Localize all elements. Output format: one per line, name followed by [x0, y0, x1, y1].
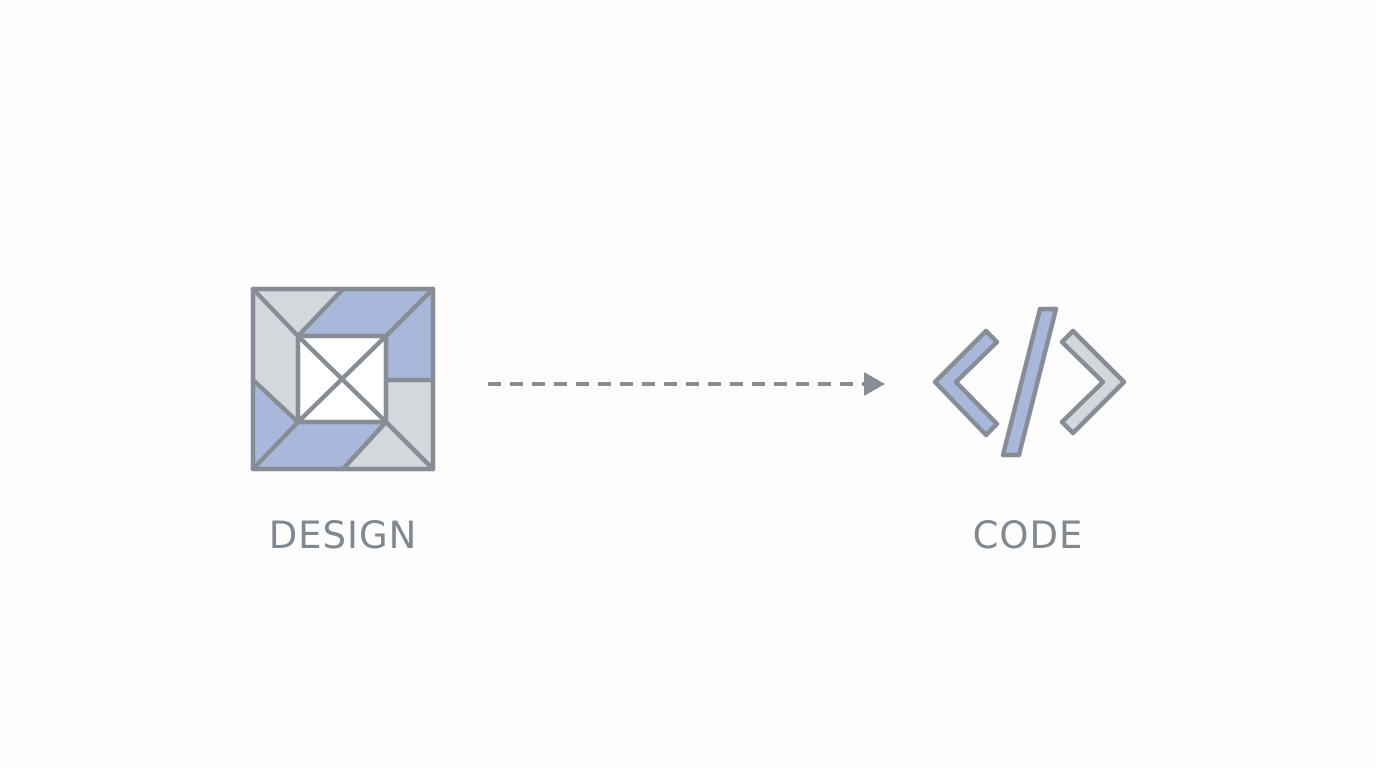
code-label: CODE — [972, 514, 1084, 557]
dashed-arrow — [488, 372, 885, 396]
right-bracket-icon — [1059, 328, 1127, 436]
design-label: DESIGN — [268, 514, 418, 557]
slash-icon — [1000, 306, 1059, 458]
left-bracket-icon — [932, 328, 1000, 438]
design-grid-icon — [250, 286, 436, 472]
code-brackets-icon — [932, 306, 1127, 458]
